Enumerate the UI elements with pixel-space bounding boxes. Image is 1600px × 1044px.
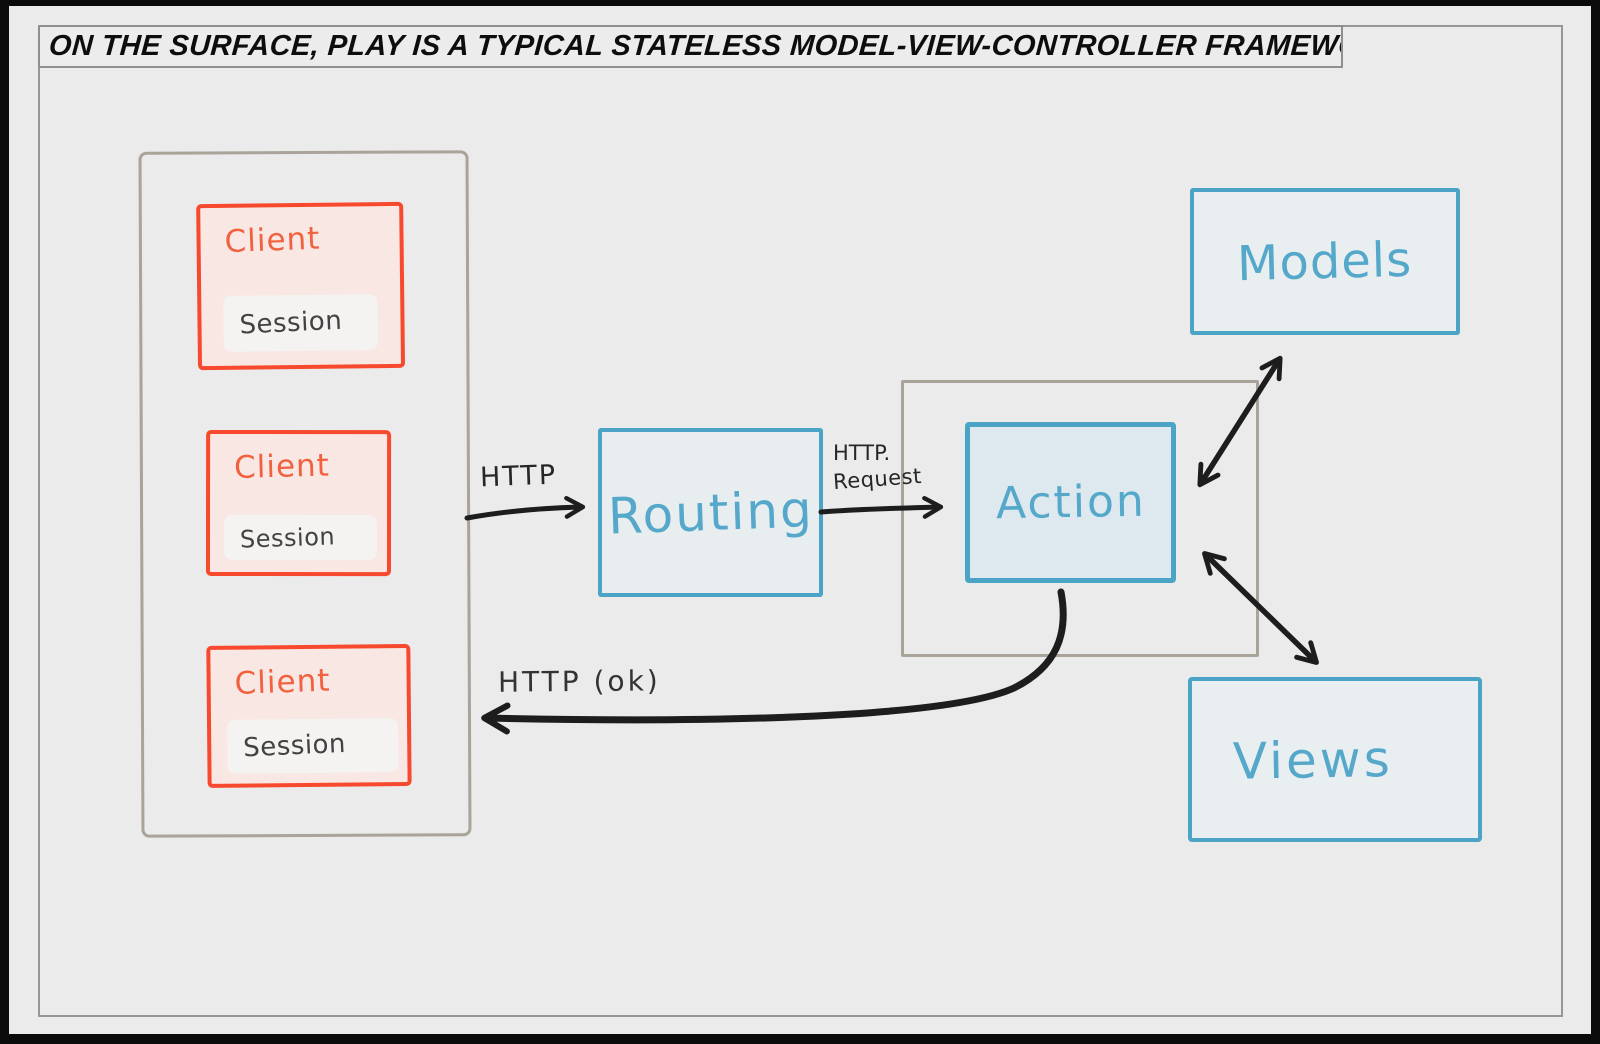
- http-response-arrow-label: HTTP (ok): [497, 664, 661, 699]
- http-request-line2: Request: [832, 463, 923, 495]
- http-arrow-label: HTTP: [479, 459, 558, 494]
- session-box: Session: [227, 718, 399, 774]
- views-label: Views: [1232, 729, 1393, 791]
- session-label: Session: [239, 521, 336, 554]
- action-box: Action: [965, 422, 1176, 583]
- client-label: Client: [233, 447, 331, 486]
- models-box: Models: [1190, 188, 1460, 335]
- controller-container: [901, 380, 1259, 657]
- session-box: Session: [223, 294, 378, 352]
- client-label: Client: [223, 220, 321, 261]
- action-label: Action: [995, 475, 1146, 530]
- routing-label: Routing: [606, 479, 815, 546]
- session-label: Session: [242, 728, 347, 764]
- slide-title: ON THE SURFACE, PLAY IS A TYPICAL STATEL…: [47, 30, 1343, 62]
- clients-container: Client Session Client Session Client Ses…: [138, 150, 472, 838]
- client-box: Client Session: [205, 429, 392, 577]
- session-label: Session: [238, 305, 343, 341]
- http-request-line1: HTTP.: [833, 441, 891, 465]
- session-box: Session: [223, 514, 378, 561]
- client-label: Client: [234, 662, 332, 702]
- routing-box: Routing: [598, 428, 823, 597]
- title-box: ON THE SURFACE, PLAY IS A TYPICAL STATEL…: [38, 25, 1343, 68]
- http-request-arrow-label: HTTP. Request: [832, 440, 923, 495]
- views-box: Views: [1188, 677, 1482, 842]
- client-box: Client Session: [206, 644, 412, 788]
- models-label: Models: [1236, 231, 1414, 292]
- client-box: Client Session: [196, 201, 406, 371]
